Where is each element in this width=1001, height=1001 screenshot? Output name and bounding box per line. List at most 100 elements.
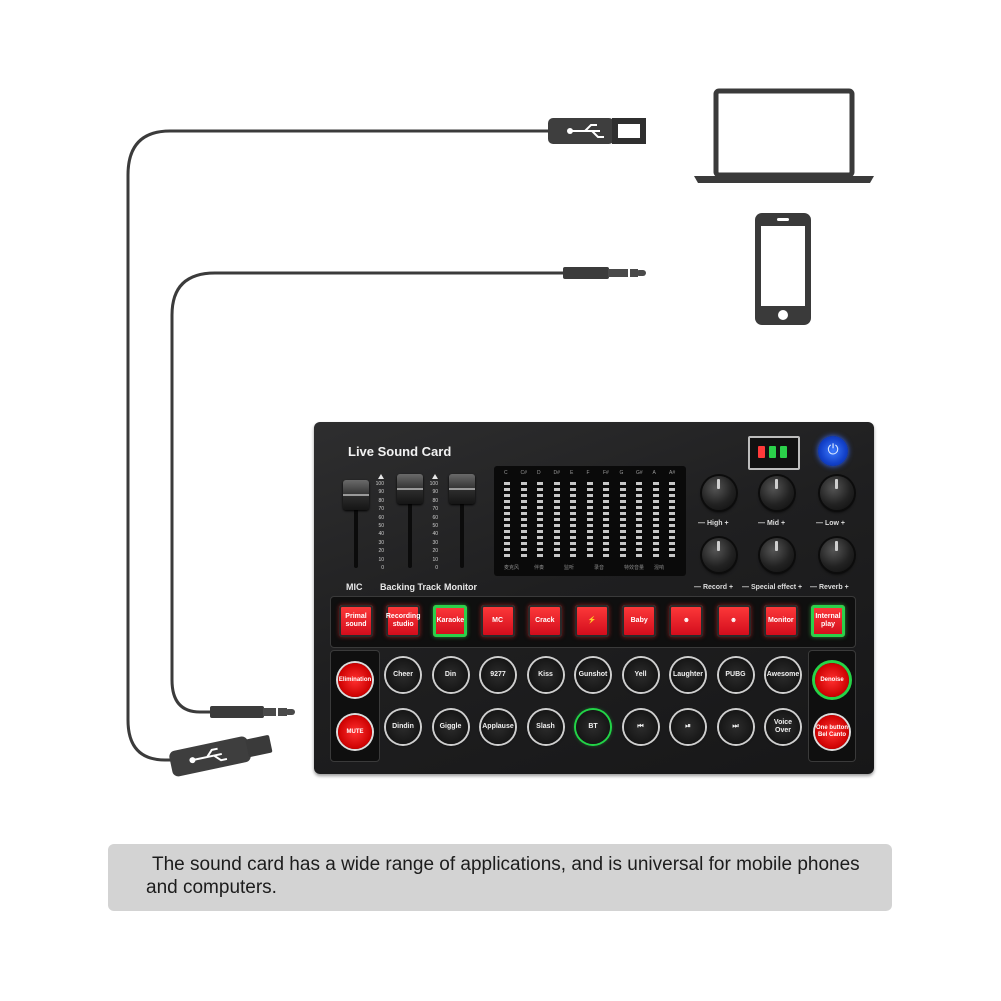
scale-tick-label: 10 — [432, 556, 438, 563]
elimination-button[interactable]: Elimination — [338, 663, 372, 697]
audio-jack-icon — [563, 267, 646, 279]
sound-pad-button[interactable]: ⏭ — [718, 710, 753, 744]
reverb-label: — Reverb + — [810, 584, 849, 591]
effect-button[interactable]: ☻ — [716, 605, 751, 637]
reverb-knob[interactable] — [820, 538, 854, 572]
level-meter-column — [504, 482, 510, 560]
battery-indicator — [748, 436, 800, 470]
sound-pad-button[interactable]: ⏯ — [671, 710, 705, 744]
high-label: — High + — [698, 520, 729, 527]
note-label: G — [619, 470, 624, 476]
effect-button[interactable]: Karaoke — [433, 605, 468, 637]
high-knob[interactable] — [702, 476, 736, 510]
note-label: F — [586, 470, 590, 476]
sound-pad-button[interactable]: Yell — [623, 658, 658, 692]
low-knob[interactable] — [820, 476, 854, 510]
left-button-panel: Elimination MUTE — [330, 650, 380, 762]
level-meter-column — [586, 482, 593, 560]
level-meter-column — [652, 482, 659, 560]
effect-button[interactable]: Baby — [622, 605, 657, 637]
effect-button[interactable]: Primal sound — [339, 605, 373, 637]
low-label: — Low + — [816, 520, 845, 527]
smartphone-icon — [755, 213, 811, 325]
scale-tick-label: 60 — [432, 514, 438, 521]
backing-fader-knob[interactable] — [397, 474, 423, 504]
mic-label: MIC — [346, 582, 363, 592]
right-button-panel: Denoise One button Bel Canto — [808, 650, 856, 762]
sound-pad-button[interactable]: Dindin — [386, 710, 420, 744]
caption-text: The sound card has a wide range of appli… — [146, 854, 860, 898]
note-label: E — [570, 470, 574, 476]
scale-tick-label: 50 — [378, 523, 384, 530]
power-button[interactable]: ⏻ — [818, 436, 848, 466]
scale-tick-label: 40 — [378, 531, 384, 538]
display-channel-label: 录音 — [594, 565, 605, 571]
scale-tick-label: 70 — [432, 506, 438, 513]
level-meter-column — [669, 482, 675, 560]
special-effect-label: — Special effect + — [742, 584, 803, 591]
sound-pad-button[interactable]: Cheer — [386, 658, 420, 692]
caption-box: The sound card has a wide range of appli… — [108, 844, 892, 911]
note-label: A — [652, 470, 656, 476]
bel-canto-button[interactable]: One button Bel Canto — [815, 715, 849, 749]
effect-button[interactable]: ⚡ — [575, 605, 609, 637]
sound-pad-button[interactable]: BT — [576, 710, 610, 744]
card-title: Live Sound Card — [348, 444, 452, 459]
backing-fader-track — [408, 484, 412, 568]
note-label: C# — [520, 470, 527, 476]
display-channel-label: 监听 — [564, 565, 575, 571]
sound-pad-button[interactable]: Applause — [481, 710, 515, 744]
sound-pad-button[interactable]: Kiss — [528, 658, 563, 692]
denoise-button[interactable]: Denoise — [815, 663, 849, 697]
effect-button[interactable]: Crack — [527, 605, 562, 637]
level-meter-column — [603, 482, 609, 560]
effects-row: Primal sound Recording studio Karaoke MC Cra… — [330, 596, 856, 648]
effect-button[interactable]: ☻ — [669, 605, 704, 637]
sound-pad-button[interactable]: Laughter — [671, 658, 705, 692]
sound-pad-button[interactable]: Voice Over — [766, 710, 800, 744]
mid-knob[interactable] — [760, 476, 794, 510]
special-effect-knob[interactable] — [760, 538, 794, 572]
scale-tick-label: 90 — [432, 489, 438, 496]
display-channel-label: 麦克风 — [504, 565, 520, 571]
sound-pad-button[interactable]: PUBG — [718, 658, 753, 692]
scale-tick-label: 80 — [432, 497, 438, 504]
mic-fader-knob[interactable] — [343, 480, 369, 510]
scale-tick-label: 30 — [432, 539, 438, 546]
laptop-icon — [694, 88, 874, 183]
scale-tick-label: 10 — [378, 556, 384, 563]
monitor-fader-knob[interactable] — [449, 474, 475, 504]
effect-button[interactable]: MC — [480, 605, 515, 637]
scale-tick-label: 60 — [378, 514, 384, 521]
note-label: D# — [553, 470, 560, 476]
backing-track-label: Backing Track — [380, 582, 442, 592]
sound-pad-button[interactable]: Awesome — [766, 658, 800, 692]
mid-label: — Mid + — [758, 520, 786, 527]
display-channel-label: 混响 — [654, 565, 665, 571]
sound-pad-button[interactable]: Giggle — [433, 710, 468, 744]
note-label: D — [537, 470, 541, 476]
effect-button[interactable]: Internal play — [811, 605, 845, 637]
effect-button[interactable]: Monitor — [763, 605, 798, 637]
power-icon: ⏻ — [827, 441, 839, 457]
note-label: G# — [636, 470, 643, 476]
level-meter-column — [636, 482, 642, 560]
monitor-label: Monitor — [444, 582, 477, 592]
sound-pad-button[interactable]: Slash — [528, 710, 563, 744]
sound-pad-button[interactable]: Gunshot — [576, 658, 610, 692]
scale-arrow-icon — [432, 474, 438, 479]
sound-pad-button[interactable]: ⏮ — [623, 710, 658, 744]
scale-tick-label: 50 — [432, 523, 438, 530]
effect-button[interactable]: Recording studio — [386, 605, 421, 637]
sound-pad-button[interactable]: 9277 — [481, 658, 515, 692]
usb-plug-icon — [169, 735, 273, 777]
level-meter-column — [520, 482, 527, 560]
record-knob[interactable] — [702, 538, 736, 572]
sound-pad-button[interactable]: Din — [433, 658, 468, 692]
mute-button[interactable]: MUTE — [338, 715, 372, 749]
level-meter-column — [537, 482, 543, 560]
